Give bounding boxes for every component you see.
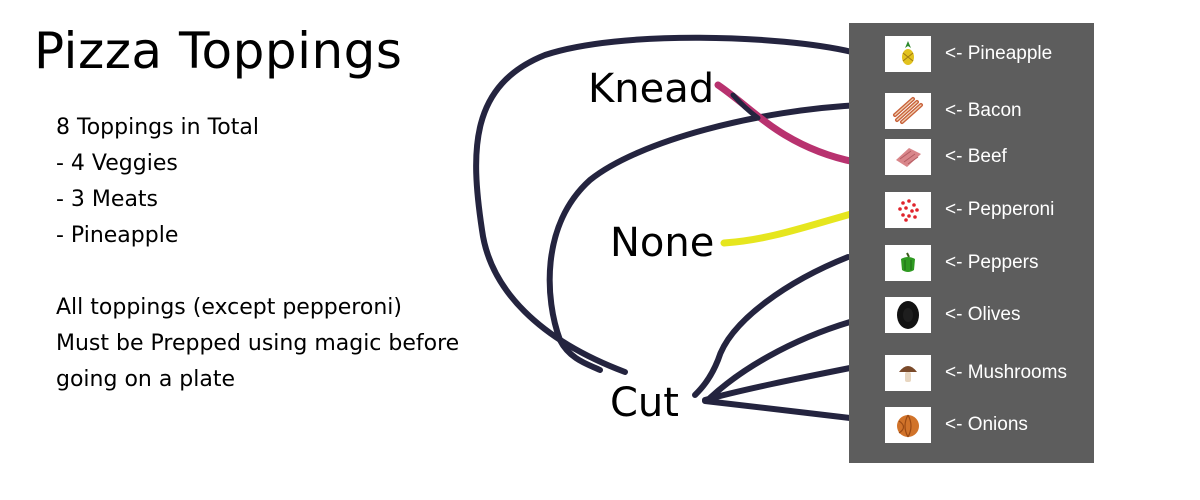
topping-row-beef: <- Beef [849,139,1094,175]
note-line: Must be Prepped using magic before [56,331,460,356]
topping-row-mushrooms: <- Mushrooms [849,355,1094,391]
pepper-icon [885,245,931,281]
topping-row-olives: <- Olives [849,297,1094,333]
action-cut-label: Cut [610,380,679,426]
topping-row-bacon: <- Bacon [849,93,1094,129]
note-line: going on a plate [56,367,236,392]
pineapple-icon [885,36,931,72]
topping-row-peppers: <- Peppers [849,245,1094,281]
connector-olives-cut [707,319,853,401]
prep-note: All toppings (except pepperoni) Must be … [56,290,459,398]
connector-peppers-cut [692,254,851,398]
bacon-icon [885,93,931,129]
topping-label: <- Bacon [945,100,1022,121]
topping-label: <- Olives [945,304,1021,325]
summary-line: 8 Toppings in Total [56,115,259,140]
connector-pineapple-cut [473,34,855,375]
beef-icon [885,139,931,175]
page-title: Pizza Toppings [34,22,403,80]
summary-line: - 3 Meats [56,187,159,212]
pepperoni-icon [885,192,931,228]
topping-label: <- Pepperoni [945,199,1055,220]
connector-onions-cut [702,398,853,421]
olive-icon [885,297,931,333]
toppings-panel: <- Pineapple <- Bacon <- Beef [849,23,1094,463]
mushroom-icon [885,355,931,391]
summary-line: - Pineapple [56,223,179,248]
topping-row-onions: <- Onions [849,407,1094,443]
topping-label: <- Beef [945,146,1007,167]
connector-pepperoni-none [720,209,859,247]
onion-icon [885,407,931,443]
topping-label: <- Mushrooms [945,362,1067,383]
topping-label: <- Pineapple [945,43,1053,64]
action-knead-label: Knead [588,66,715,112]
topping-row-pepperoni: <- Pepperoni [849,192,1094,228]
topping-label: <- Onions [945,414,1028,435]
summary-line: - 4 Veggies [56,151,178,176]
connector-bacon-knead [730,92,761,121]
action-none-label: None [610,220,715,266]
note-line: All toppings (except pepperoni) [56,295,402,320]
topping-label: <- Peppers [945,252,1039,273]
connector-bacon-cut [546,102,863,373]
topping-row-pineapple: <- Pineapple [849,36,1094,72]
connector-mushrooms-cut [702,365,853,403]
toppings-summary: 8 Toppings in Total - 4 Veggies - 3 Meat… [56,110,259,254]
